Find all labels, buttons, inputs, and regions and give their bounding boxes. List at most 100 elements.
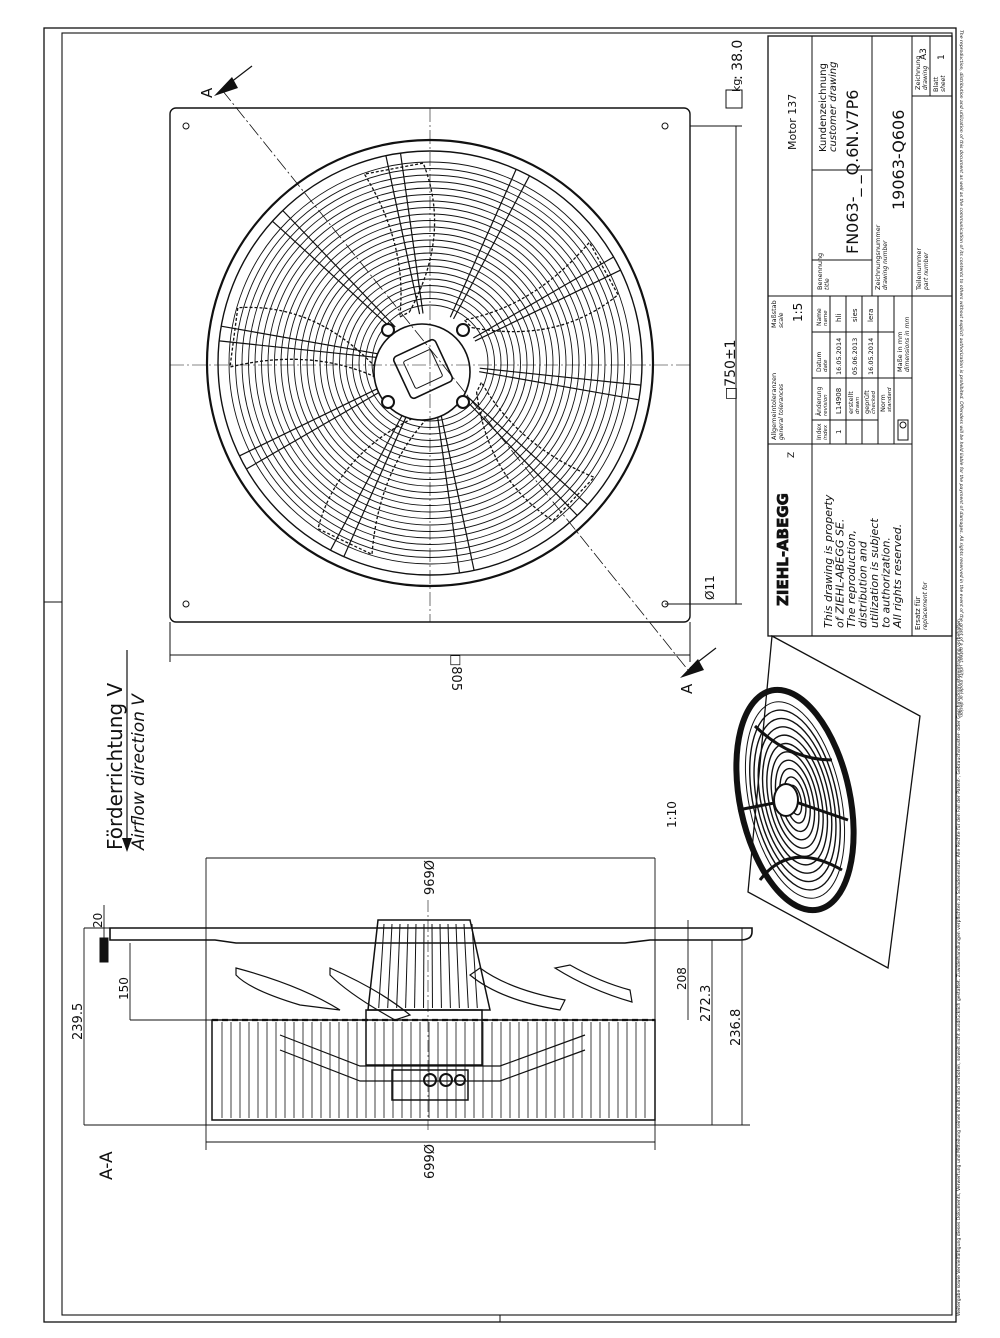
drawing-number: 19063-Q606 <box>889 110 908 210</box>
rotor-cup <box>368 920 490 1010</box>
property-line: All rights reserved. <box>891 524 904 629</box>
row1-date: 16.05.2014 <box>835 338 843 375</box>
drawing-number-de: Zeichnungsnummer <box>874 224 882 290</box>
dim-272-3: 272.3 <box>699 985 714 1022</box>
section-dimensions <box>84 858 750 1150</box>
guard-spoke <box>475 270 621 341</box>
row1-revision: L14908 <box>835 388 843 414</box>
index-de: Index <box>816 423 823 440</box>
sheet-de: Blatt <box>932 76 940 92</box>
section-label-bottom: A <box>678 683 696 694</box>
standard-de: Norm <box>879 394 887 412</box>
iso-view-scale: 1:10 <box>665 801 679 828</box>
row1-index: 1 <box>835 430 843 434</box>
guard-spoke <box>401 153 424 313</box>
plate-edge-mark <box>100 938 108 962</box>
hub-bolt <box>382 324 394 336</box>
customer-en: customer drawing <box>828 62 839 153</box>
impeller-blade <box>477 382 594 520</box>
rotor-rib <box>464 924 468 1008</box>
section-label-top: A <box>198 87 216 98</box>
dims-de: Maße in mm <box>896 332 904 372</box>
hub-bolt <box>382 396 394 408</box>
rotor-rib <box>388 924 392 1008</box>
sheet-en: sheet <box>940 75 947 92</box>
logo-mark: Z <box>787 452 797 458</box>
scale-en: scale <box>778 312 785 328</box>
isometric-view <box>718 636 920 968</box>
rotor-rib <box>440 924 441 1008</box>
drawn-date: 05.06.2013 <box>851 338 859 375</box>
iso-motor <box>774 784 798 816</box>
section-view <box>100 900 752 1130</box>
hub-bolt <box>457 324 469 336</box>
part-number-en: part number <box>923 252 930 291</box>
dim-hole-dia: Ø11 <box>703 575 717 600</box>
inner-frame <box>62 33 952 1315</box>
dim-hole-spacing: □750±1 <box>723 339 739 400</box>
housing-outline <box>206 940 655 1125</box>
scale-de: Maßstab <box>770 300 778 328</box>
dims-en: dimensions in mm <box>904 317 911 372</box>
dim-236-8: 236.8 <box>729 1009 744 1046</box>
tolerances-en: general tolerances <box>778 384 785 440</box>
checked-de: geprüft <box>863 390 871 414</box>
rotor-rib <box>472 924 477 1008</box>
drawn-name: sies <box>851 308 859 322</box>
rotor-rib <box>397 924 400 1008</box>
section-arrow-head <box>680 659 704 678</box>
dim-150: 150 <box>117 977 131 1000</box>
mounting-hole <box>183 123 189 129</box>
revision-de: Änderung <box>816 387 823 416</box>
dim-plate-outer: □805 <box>448 654 463 691</box>
rotor-rib <box>456 924 459 1008</box>
cable-gland <box>455 1075 465 1085</box>
airflow-en: Airflow direction V <box>129 693 149 851</box>
name-en: name <box>823 310 829 326</box>
cable-gland <box>424 1074 436 1086</box>
title-en: title <box>824 278 831 290</box>
mounting-hole <box>662 123 668 129</box>
revision-en: revision <box>823 394 829 416</box>
title-de: Benennung <box>816 253 824 290</box>
name-de: Name <box>816 308 823 326</box>
part-number-de: Teilenummer <box>915 248 923 291</box>
checked-en: checked <box>871 391 877 414</box>
front-view <box>170 90 690 670</box>
guard-spoke <box>239 385 385 456</box>
weight-value: : 38.0 <box>730 40 746 80</box>
airflow-de: Förderrichtung V <box>103 683 127 850</box>
blade-section <box>236 968 340 1010</box>
format-en: drawing <box>922 66 929 90</box>
outer-frame <box>44 28 956 1322</box>
standard-en: standard <box>887 387 893 412</box>
company-logo: ZIEHL-ABEGG <box>774 493 792 606</box>
dim-20: 20 <box>91 913 105 928</box>
projection-symbol <box>898 420 908 440</box>
format-value: A3 <box>919 48 929 60</box>
notice-top: The reproduction, distribution and utili… <box>958 30 964 718</box>
rotor-rib <box>415 924 416 1008</box>
motor: Motor 137 <box>786 94 799 150</box>
rotor-rib <box>448 924 450 1008</box>
cable-gland <box>440 1074 452 1086</box>
product-name: FN063-_ _Q.6N.V7P6 <box>843 90 863 254</box>
drawn-en: drawn <box>855 396 861 414</box>
drawn-de: erstellt <box>847 391 855 414</box>
date-en: date <box>823 359 829 372</box>
blade-section <box>555 965 632 1002</box>
checked-name: lera <box>867 309 875 322</box>
dim-239-5: 239.5 <box>71 1003 86 1040</box>
guard-strut <box>280 1035 585 1066</box>
drawing-number-en: drawing number <box>882 240 889 290</box>
notice-bottom: Weitergabe sowie Vervielfältigung dieses… <box>956 618 962 1316</box>
replacement-en: replacement for <box>922 581 929 630</box>
replacement-de: Ersatz für <box>914 596 922 630</box>
scale-value: 1:5 <box>791 303 805 322</box>
date-de: Datum <box>816 352 823 372</box>
dim-dia-bottom: Ø669 <box>420 1144 435 1179</box>
hub-bolt <box>457 396 469 408</box>
